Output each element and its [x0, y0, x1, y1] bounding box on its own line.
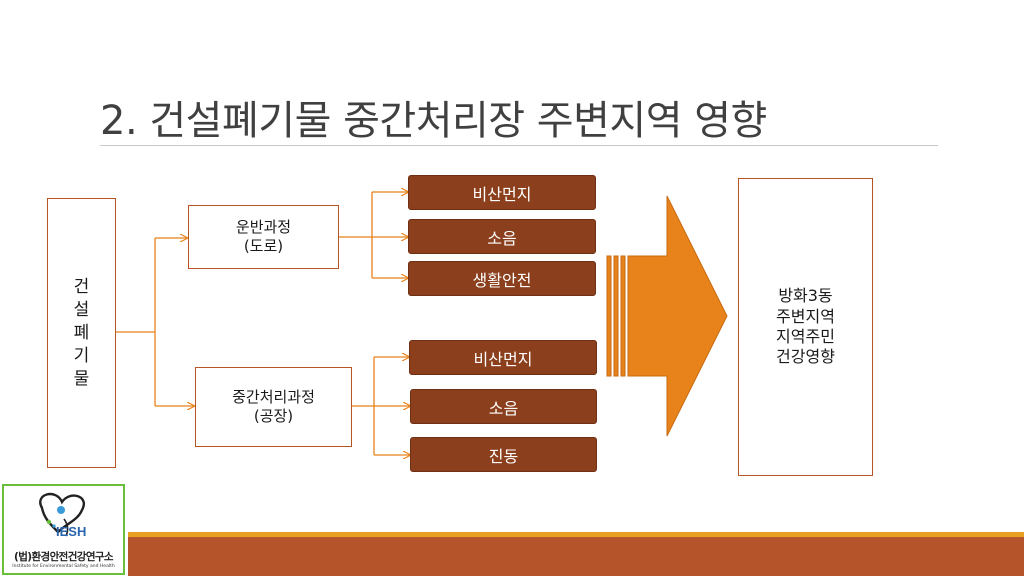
- effect-dust: 비산먼지: [408, 175, 596, 210]
- effect-living-safety: 생활안전: [408, 261, 596, 296]
- logo-emblem-icon: [39, 492, 85, 537]
- page-title: 2. 건설폐기물 중간처리장 주변지역 영향: [100, 98, 767, 144]
- target-label: 방화3동 주변지역 지역주민 건강영향: [776, 286, 835, 367]
- effect-vibration: 진동: [410, 437, 597, 472]
- effect-dust: 비산먼지: [409, 340, 597, 375]
- logo-name: (법)환경안전건강연구소: [14, 551, 114, 563]
- process-label: 중간처리과정 (공장): [232, 388, 315, 425]
- source-label: 건설폐기물: [73, 276, 90, 389]
- effect-noise: 소음: [408, 219, 596, 254]
- source-box: 건설폐기물: [47, 198, 116, 468]
- footer-accent-stripe: [128, 532, 1024, 537]
- logo-acronym: IESH: [56, 524, 87, 539]
- title-divider: [100, 145, 938, 146]
- target-box: 방화3동 주변지역 지역주민 건강영향: [738, 178, 873, 476]
- footer-band: [128, 537, 1024, 576]
- effect-noise: 소음: [410, 389, 597, 424]
- process-box-transport: 운반과정 (도로): [188, 205, 339, 269]
- process-label: 운반과정 (도로): [235, 218, 292, 255]
- organization-logo: IESH (법)환경안전건강연구소 Institute for Environm…: [2, 484, 125, 575]
- process-box-plant: 중간처리과정 (공장): [195, 367, 352, 447]
- big-block-arrow: [606, 195, 728, 437]
- logo-subtitle: Institute for Environmental Safety and H…: [12, 564, 115, 569]
